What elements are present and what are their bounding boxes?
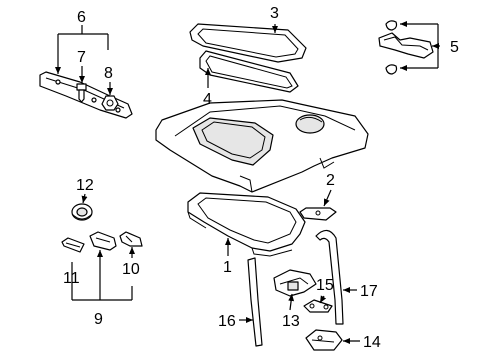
sunroof-glass bbox=[189, 23, 307, 63]
motor-bracket bbox=[273, 269, 317, 297]
drain-bracket bbox=[299, 207, 337, 221]
callout-11: 11 bbox=[63, 270, 80, 287]
callout-5: 5 bbox=[450, 39, 459, 56]
callout-10: 10 bbox=[122, 261, 140, 278]
glass-weatherstrip bbox=[199, 50, 299, 93]
callout-9: 9 bbox=[94, 311, 103, 328]
callout-14: 14 bbox=[363, 334, 381, 351]
callout-15: 15 bbox=[316, 277, 334, 294]
cable-bracket bbox=[305, 329, 343, 351]
callout-17: 17 bbox=[360, 283, 378, 300]
roof-rail bbox=[39, 71, 133, 119]
link bbox=[303, 299, 333, 313]
callout-1: 1 bbox=[223, 259, 232, 276]
roof-headliner bbox=[155, 99, 369, 193]
callout-3: 3 bbox=[270, 5, 279, 22]
drain-hose-right bbox=[315, 229, 344, 325]
callout-7: 7 bbox=[77, 49, 86, 66]
bracket bbox=[89, 231, 117, 251]
callout-4: 4 bbox=[203, 91, 212, 108]
pad bbox=[61, 237, 85, 253]
sunroof-housing bbox=[187, 192, 306, 257]
leader-lines bbox=[55, 21, 440, 344]
nut bbox=[101, 95, 119, 111]
grommet bbox=[71, 203, 93, 221]
callout-6: 6 bbox=[77, 9, 86, 26]
bolt bbox=[76, 83, 87, 103]
callout-13: 13 bbox=[282, 313, 300, 330]
drain-hose-left bbox=[247, 257, 263, 347]
callout-16: 16 bbox=[218, 313, 236, 330]
callout-2: 2 bbox=[326, 172, 335, 189]
callout-8: 8 bbox=[104, 65, 113, 82]
callout-12: 12 bbox=[76, 177, 94, 194]
sunshade-clip bbox=[378, 20, 434, 75]
clip bbox=[119, 231, 143, 247]
